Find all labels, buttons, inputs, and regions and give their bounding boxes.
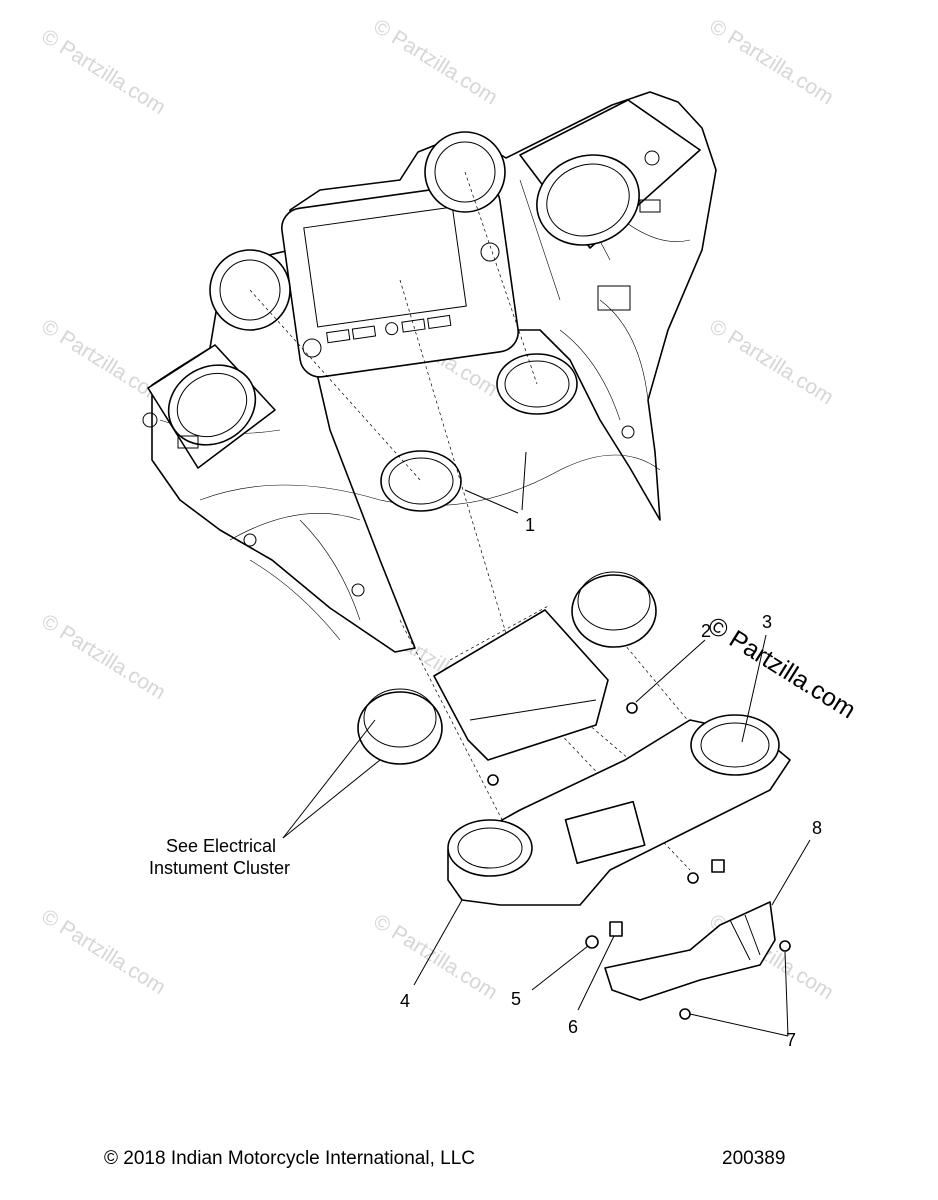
display-module [433,609,609,761]
watermark-text: © Partzilla.com [37,610,169,704]
reference-note: See Electrical Instument Cluster [149,836,290,878]
fairing-contour [519,179,561,301]
fairing-contour [249,559,341,641]
screw [487,774,499,786]
watermark-text: © Partzilla.com [369,15,501,109]
display-buttons [326,314,452,344]
fairing-contour [599,299,649,401]
diagram-number: 200389 [722,1148,785,1169]
housing-display-recess [564,800,646,865]
speaker-pod-right [519,99,701,311]
leader-lines [282,451,811,1037]
screw-7 [679,1008,691,1020]
callout-1: 1 [525,515,535,535]
trim-ring [380,450,462,512]
clip [711,859,725,873]
callout-8: 8 [812,818,822,838]
gauge-left [357,691,443,765]
nut-5 [585,935,599,949]
gauge-left-face [363,688,437,748]
callout-6: 6 [568,1017,578,1037]
watermark-text: © Partzilla.com [37,905,169,999]
watermark-large: © Partzilla.com [703,611,861,724]
trim-ring-inner [388,457,454,505]
note-line-1: See Electrical [166,836,276,856]
fastener-hole [351,583,365,597]
callout-5: 5 [511,989,521,1009]
trim-ring-inner [504,360,570,408]
instrument-cluster-assembly [357,571,791,1020]
screw [687,872,699,884]
copyright-text: © 2018 Indian Motorcycle International, … [104,1148,475,1169]
fairing-contour [559,329,621,421]
fastener-hole [480,242,500,262]
fairing-contour [229,513,361,541]
gauge-opening-right-inner [434,141,496,203]
housing-gauge-cup-left-inner [457,827,523,869]
housing-gauge-cup-right [690,714,780,776]
fairing-contour [199,454,661,507]
screw-7 [779,940,791,952]
callout-7: 7 [786,1030,796,1050]
callout-4: 4 [400,991,410,1011]
callout-numbers: 1 2 3 4 5 6 7 8 [400,515,822,1050]
note-line-2: Instument Cluster [149,858,290,878]
screw-2 [626,702,638,714]
fastener-hole [243,533,257,547]
watermark-text: © Partzilla.com [705,15,837,109]
speaker-pod-left [142,344,276,469]
gauge-right [571,574,657,648]
display-screen [303,206,467,328]
mounting-bracket [604,901,776,1001]
watermark-text: © Partzilla.com [37,25,169,119]
inner-fairing [142,91,717,653]
watermark-text: © Partzilla.com [37,315,169,409]
fastener-hole [621,425,635,439]
fastener-hole [302,338,322,358]
housing-gauge-cup-left [447,819,533,877]
callout-2: 2 [701,621,711,641]
callout-3: 3 [762,612,772,632]
watermark-text: © Partzilla.com [705,315,837,409]
fairing-contour [299,519,361,621]
gauge-right-face [577,571,651,631]
clip-6 [609,921,623,937]
housing-gauge-cup-right-inner [700,722,770,768]
gauge-opening-left-inner [219,259,281,321]
watermark-text: © Partzilla.com [369,910,501,1004]
